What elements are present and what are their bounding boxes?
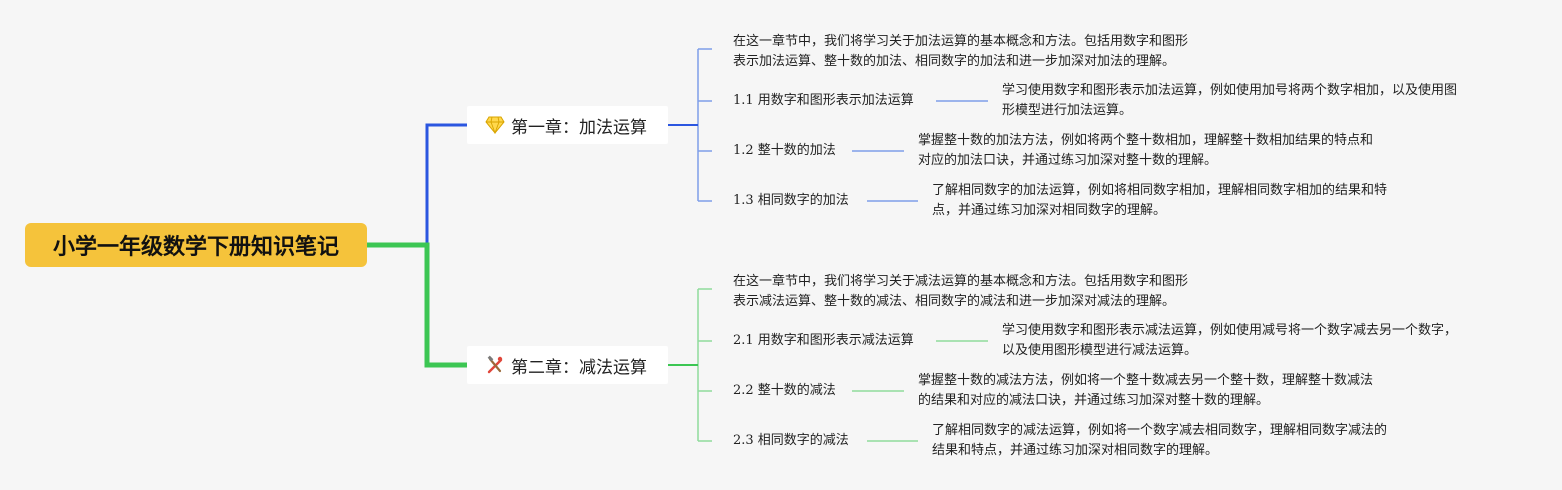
chapter-1-topic[interactable]: 第一章：加法运算 (467, 106, 668, 144)
section-2-3-detail[interactable]: 了解相同数字的减法运算，例如将一个数字减去相同数字，理解相同数字减法的 结果和特… (932, 423, 1388, 458)
section-2-3-label[interactable]: 2.3 相同数字的减法 (733, 433, 849, 448)
root-topic[interactable]: 小学一年级数学下册知识笔记 (25, 223, 367, 267)
section-1-3-detail[interactable]: 了解相同数字的加法运算，例如将相同数字相加，理解相同数字相加的结果和特 点，并通… (932, 183, 1388, 218)
section-2-1-label[interactable]: 2.1 用数字和图形表示减法运算 (733, 333, 914, 348)
section-2-2-detail[interactable]: 掌握整十数的减法方法，例如将一个整十数减去另一个整十数，理解整十数减法 的结果和… (918, 373, 1374, 408)
diamond-icon (485, 115, 505, 135)
connector-root-chapter-1 (367, 123, 468, 247)
chapter-2-intro[interactable]: 在这一章节中，我们将学习关于减法运算的基本概念和方法。包括用数字和图形 表示减法… (733, 274, 1189, 309)
chapter-1-title: 第一章：加法运算 (511, 117, 647, 138)
chapter-2-topic[interactable]: 第二章：减法运算 (467, 346, 668, 384)
section-1-1-label[interactable]: 1.1 用数字和图形表示加法运算 (733, 93, 914, 108)
root-title: 小学一年级数学下册知识笔记 (52, 235, 339, 260)
section-2-2-label[interactable]: 2.2 整十数的减法 (733, 383, 836, 398)
section-1-2-label[interactable]: 1.2 整十数的加法 (733, 143, 836, 158)
section-2-1-detail[interactable]: 学习使用数字和图形表示减法运算，例如使用减号将一个数字减去另一个数字， 以及使用… (1002, 323, 1458, 358)
section-1-1-detail[interactable]: 学习使用数字和图形表示加法运算，例如使用加号将两个数字相加，以及使用图 形模型进… (1002, 83, 1458, 118)
chapter-1-intro[interactable]: 在这一章节中，我们将学习关于加法运算的基本概念和方法。包括用数字和图形 表示加法… (733, 34, 1189, 69)
section-1-3-label[interactable]: 1.3 相同数字的加法 (733, 193, 849, 208)
section-1-2-detail[interactable]: 掌握整十数的加法方法，例如将两个整十数相加，理解整十数相加结果的特点和 对应的加… (918, 133, 1374, 168)
connector-root-chapter-2 (367, 242, 468, 368)
chapter-2-title: 第二章：减法运算 (511, 357, 647, 378)
tools-icon (485, 355, 505, 375)
